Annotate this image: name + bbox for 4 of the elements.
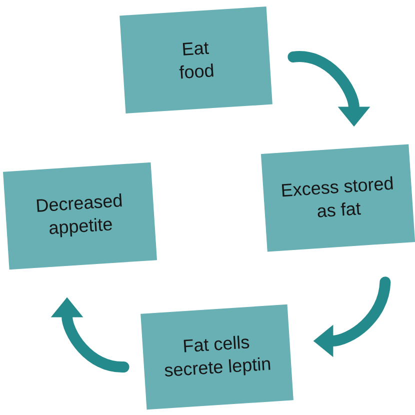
process-box: Excess stored as fat xyxy=(260,144,415,252)
process-box: Fat cells secrete leptin xyxy=(140,304,294,410)
process-box: Eat food xyxy=(120,6,272,114)
process-box: Decreased appetite xyxy=(3,162,157,270)
